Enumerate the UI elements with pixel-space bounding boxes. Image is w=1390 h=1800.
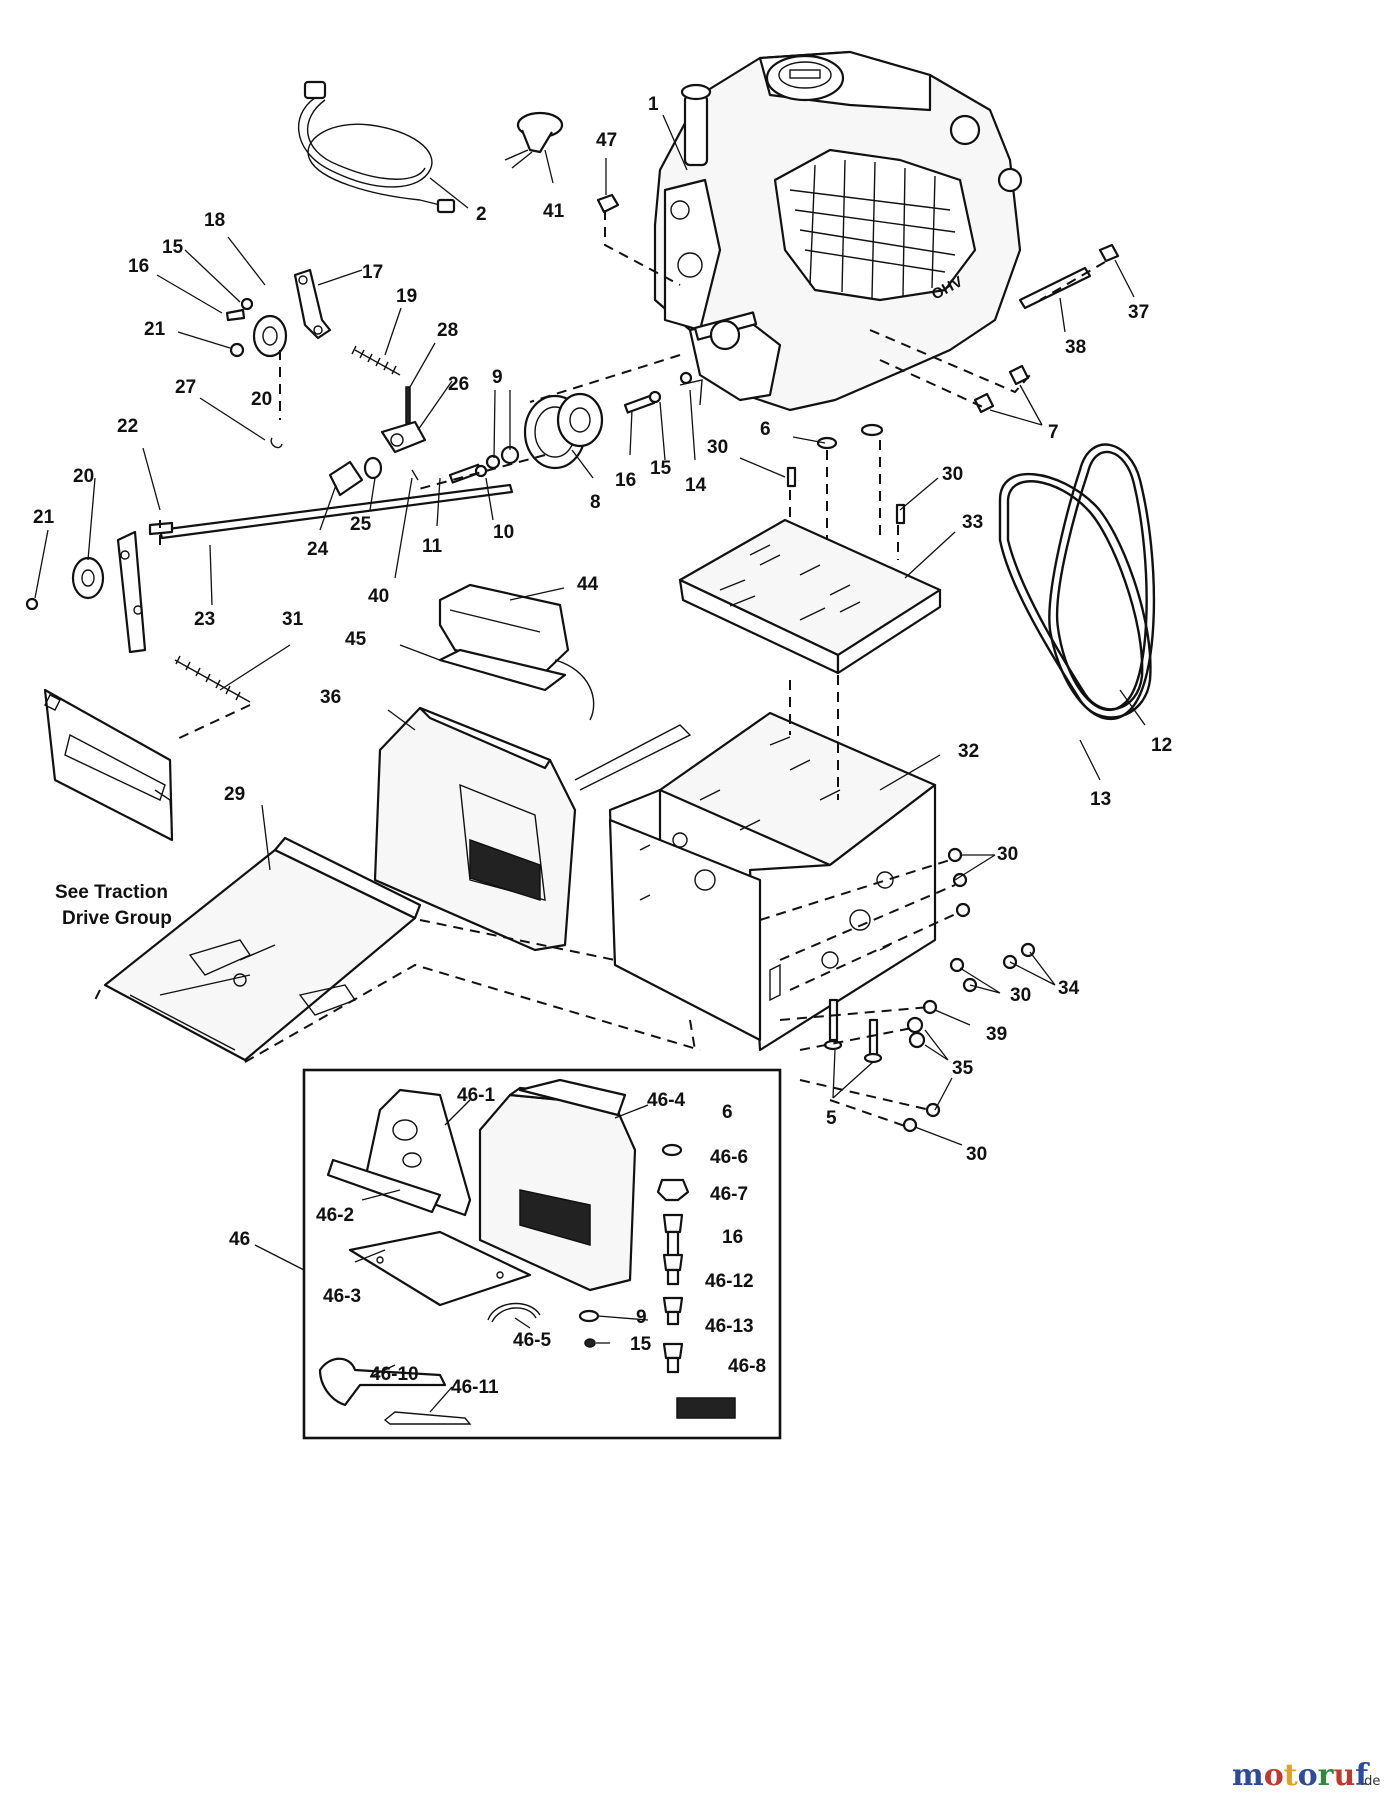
- callout-33: 33: [962, 512, 983, 533]
- note-line-2: Drive Group: [62, 908, 172, 929]
- kit-box: [302, 1068, 782, 1440]
- callout-14: 14: [685, 475, 707, 496]
- callout-21: 21: [144, 319, 166, 340]
- callout-37: 37: [1128, 302, 1149, 323]
- callout-38: 38: [1065, 337, 1086, 358]
- callout-6: 6: [760, 419, 771, 440]
- callout-46-8: 46-8: [728, 1356, 766, 1377]
- callout-26: 26: [448, 374, 469, 395]
- callout-46-7: 46-7: [710, 1184, 748, 1205]
- callout-16c: 16: [722, 1227, 743, 1248]
- callout-29: 29: [224, 784, 245, 805]
- assembly-lines: [94, 210, 1106, 1127]
- callout-27: 27: [175, 377, 196, 398]
- callout-39: 39: [986, 1024, 1007, 1045]
- side-cover: [373, 706, 692, 952]
- callout-9b: 9: [636, 1307, 647, 1328]
- callout-19: 19: [396, 286, 417, 307]
- callout-46-6: 46-6: [710, 1147, 748, 1168]
- callout-9: 9: [492, 367, 503, 388]
- traction-bracket: [43, 688, 174, 842]
- callout-15b: 15: [650, 458, 672, 479]
- callout-28: 28: [437, 320, 458, 341]
- callout-5: 5: [826, 1108, 837, 1129]
- callout-17: 17: [362, 262, 383, 283]
- callout-1: 1: [648, 94, 659, 115]
- callout-35: 35: [952, 1058, 974, 1079]
- callout-31: 31: [282, 609, 304, 630]
- main-frame: [608, 711, 937, 1052]
- callout-16b: 16: [615, 470, 636, 491]
- wm-f: f: [1355, 1758, 1370, 1793]
- callout-46-12: 46-12: [705, 1271, 754, 1292]
- callout-46-2: 46-2: [316, 1205, 354, 1226]
- note-line-1: See Traction: [55, 882, 168, 903]
- callout-45: 45: [345, 629, 367, 650]
- primer-bulb: [504, 111, 564, 169]
- callout-6b: 6: [722, 1102, 733, 1123]
- watermark-text: motoruf: [1232, 1758, 1370, 1793]
- wm-t: t: [1284, 1758, 1298, 1793]
- callout-41: 41: [543, 201, 565, 222]
- wm-m: m: [1232, 1758, 1264, 1793]
- callout-15: 15: [162, 237, 184, 258]
- callout-47: 47: [596, 130, 617, 151]
- callout-10: 10: [493, 522, 514, 543]
- callout-30c: 30: [997, 844, 1018, 865]
- callout-40: 40: [368, 586, 389, 607]
- callout-11: 11: [422, 536, 443, 557]
- mounting-plate: [678, 518, 942, 675]
- callout-2: 2: [476, 204, 487, 225]
- callout-15c: 15: [630, 1334, 652, 1355]
- callout-30d: 30: [1010, 985, 1031, 1006]
- extension-cord: [297, 80, 456, 214]
- wm-o1: o: [1264, 1758, 1284, 1793]
- callout-22: 22: [117, 416, 138, 437]
- callout-36: 36: [320, 687, 341, 708]
- wm-u: u: [1333, 1758, 1355, 1793]
- callout-24: 24: [307, 539, 329, 560]
- watermark-suffix: .de: [1360, 1774, 1380, 1789]
- callout-7: 7: [1048, 422, 1059, 443]
- callout-20: 20: [251, 389, 272, 410]
- wm-o2: o: [1298, 1758, 1318, 1793]
- engine: OHV: [653, 50, 1023, 412]
- callout-46-1: 46-1: [457, 1085, 495, 1106]
- callout-46: 46: [229, 1229, 250, 1250]
- callout-30b: 30: [942, 464, 963, 485]
- callout-labels: 1 2 41 47 17 18 15 16 21 19 20 28 26 9 2…: [33, 94, 1172, 1398]
- callout-46-10: 46-10: [370, 1364, 419, 1385]
- wm-r: r: [1318, 1758, 1335, 1793]
- callout-46-11: 46-11: [451, 1377, 499, 1398]
- callout-30e: 30: [966, 1144, 987, 1165]
- callout-18: 18: [204, 210, 225, 231]
- idler-assembly: [25, 268, 514, 703]
- callout-12: 12: [1151, 735, 1172, 756]
- drive-pulley: [448, 371, 703, 484]
- callout-46-3: 46-3: [323, 1286, 361, 1307]
- callout-25: 25: [350, 514, 372, 535]
- callout-46-13: 46-13: [705, 1316, 754, 1337]
- callout-32: 32: [958, 741, 979, 762]
- callout-8: 8: [590, 492, 601, 513]
- callout-44: 44: [577, 574, 599, 595]
- callout-34: 34: [1058, 978, 1080, 999]
- leader-lines: [34, 114, 1146, 1413]
- callout-13: 13: [1090, 789, 1111, 810]
- watermark-logo: motoruf .de: [1232, 1758, 1380, 1793]
- callout-20b: 20: [73, 466, 94, 487]
- callout-16: 16: [128, 256, 149, 277]
- callout-30a: 30: [707, 437, 728, 458]
- callout-21b: 21: [33, 507, 55, 528]
- bottom-pan: [103, 836, 422, 1062]
- traction-note: See Traction Drive Group: [55, 882, 172, 929]
- callout-23: 23: [194, 609, 215, 630]
- callout-46-4: 46-4: [647, 1090, 685, 1111]
- callout-46-5: 46-5: [513, 1330, 551, 1351]
- filter-cover: [438, 583, 595, 721]
- engine-hardware: [596, 193, 1120, 525]
- belts: [998, 443, 1156, 721]
